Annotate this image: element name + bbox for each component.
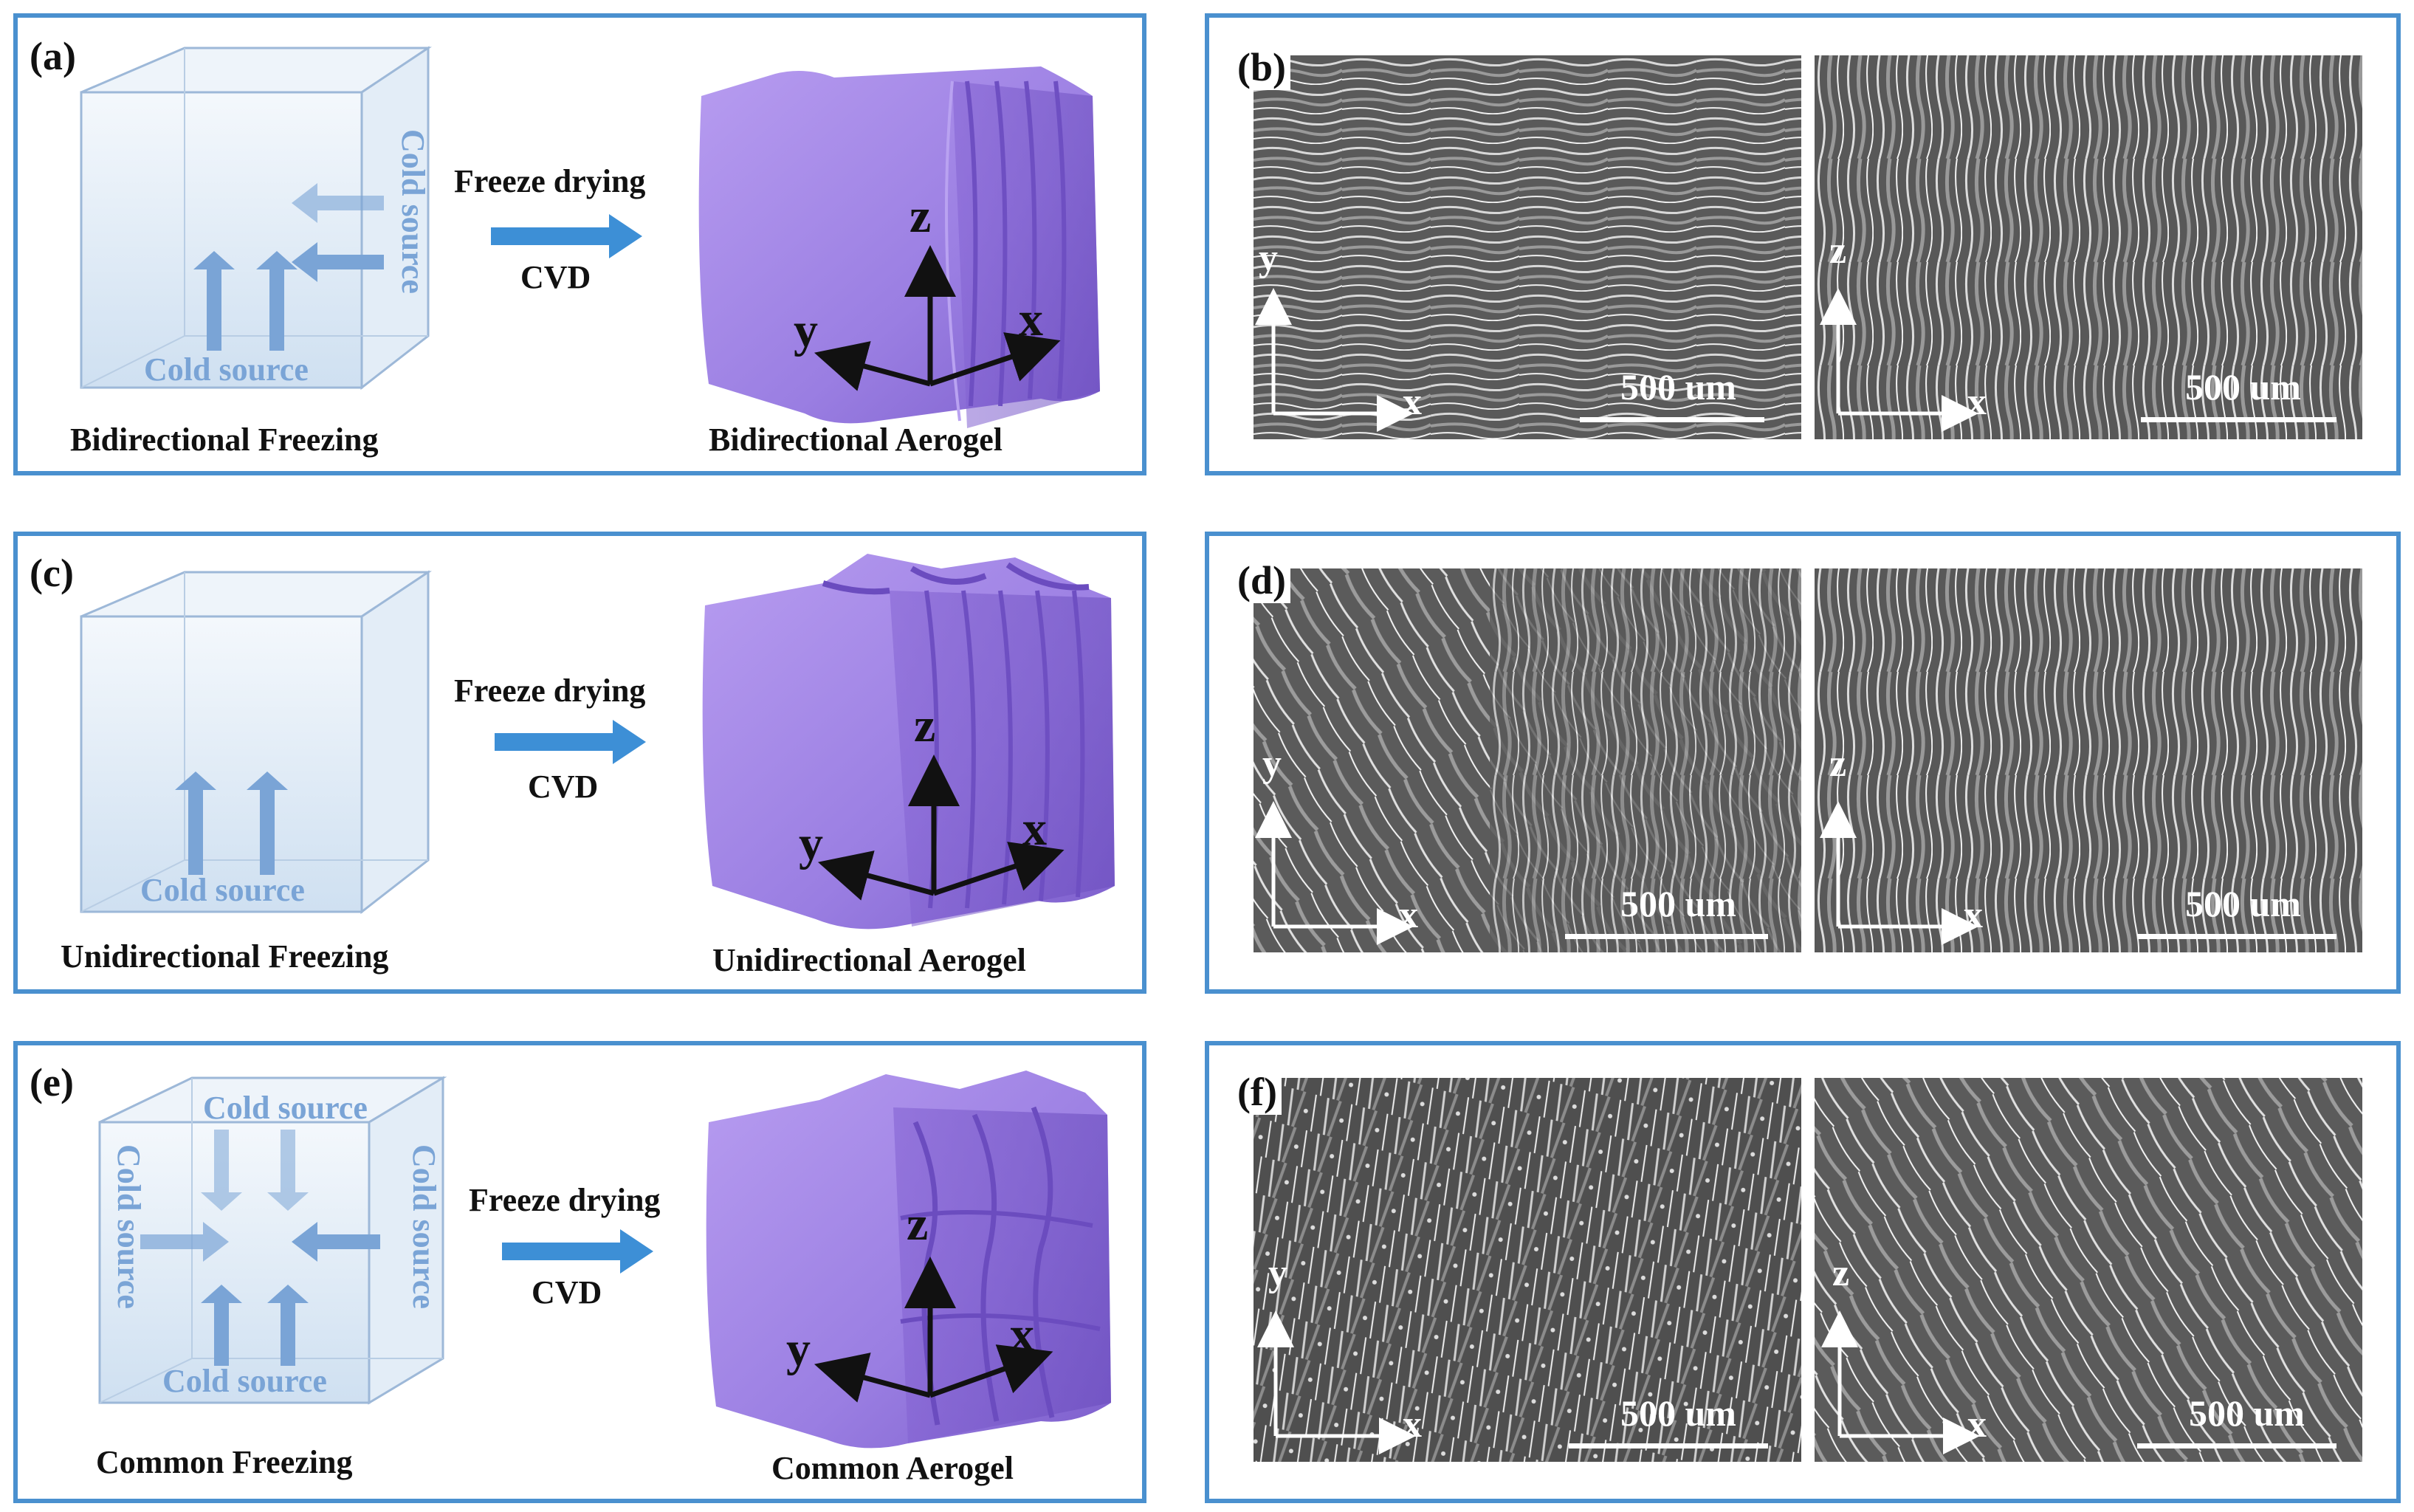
scale-text-b-2: 500 um bbox=[2185, 366, 2301, 408]
axis-y-e: y bbox=[786, 1322, 811, 1376]
sem-axis-h-b-1: x bbox=[1403, 381, 1422, 423]
axis-z-c: z bbox=[914, 698, 936, 752]
cold-source-left-e: Cold source bbox=[111, 1144, 147, 1309]
axis-z-a: z bbox=[909, 189, 932, 243]
aerogel-caption-a: Bidirectional Aerogel bbox=[709, 422, 1003, 458]
label-c: (c) bbox=[30, 551, 74, 595]
sem-axes-d-1 bbox=[1255, 801, 1414, 945]
cold-source-right-e: Cold source bbox=[406, 1144, 442, 1309]
process-arrow-e bbox=[502, 1229, 653, 1274]
freezing-caption-a: Bidirectional Freezing bbox=[70, 422, 379, 458]
sem-axis-v-b-1: y bbox=[1259, 237, 1278, 279]
cold-source-top-e: Cold source bbox=[203, 1090, 368, 1126]
cold-arrow-down-e-2 bbox=[267, 1130, 309, 1211]
axis-x-a: x bbox=[1019, 292, 1043, 346]
label-e: (e) bbox=[30, 1060, 74, 1104]
process-top-c: Freeze drying bbox=[454, 673, 646, 709]
aerogel-caption-e: Common Aerogel bbox=[771, 1450, 1014, 1486]
axis-y-c: y bbox=[799, 817, 823, 870]
axes-e bbox=[814, 1257, 1053, 1403]
sem-image-d-1 bbox=[1254, 568, 1801, 952]
process-bottom-e: CVD bbox=[532, 1274, 602, 1310]
cold-arrow-up-c-2 bbox=[247, 772, 288, 875]
sem-axis-h-d-2: x bbox=[1964, 894, 1983, 936]
axis-y-a: y bbox=[794, 303, 818, 357]
sem-image-b-1 bbox=[1254, 55, 1801, 439]
cold-arrow-left-e bbox=[292, 1222, 380, 1262]
scale-bar-d-1 bbox=[1565, 934, 1768, 939]
process-bottom-c: CVD bbox=[528, 769, 599, 805]
label-a: (a) bbox=[30, 34, 76, 78]
axis-z-e: z bbox=[907, 1197, 929, 1251]
axis-x-e: x bbox=[1010, 1307, 1034, 1361]
cold-arrow-down-e-1 bbox=[201, 1130, 242, 1211]
sem-axis-v-d-2: z bbox=[1829, 743, 1847, 785]
sem-axis-h-f-1: x bbox=[1403, 1403, 1422, 1446]
cold-arrow-up-1 bbox=[193, 251, 235, 351]
scale-text-d-1: 500 um bbox=[1620, 883, 1736, 924]
cold-arrow-up-2 bbox=[256, 251, 298, 351]
scale-text-f-2: 500 um bbox=[2189, 1392, 2305, 1434]
cold-arrow-left-1 bbox=[292, 183, 384, 223]
cold-arrow-left-2 bbox=[292, 242, 384, 282]
axes-c bbox=[817, 755, 1065, 901]
sem-axis-h-f-2: x bbox=[1967, 1403, 1987, 1446]
sem-axis-v-f-2: z bbox=[1832, 1252, 1850, 1294]
sem-axis-v-d-1: y bbox=[1262, 743, 1282, 785]
aerogel-a bbox=[698, 66, 1100, 428]
scale-text-f-1: 500 um bbox=[1620, 1392, 1736, 1434]
scale-bar-b-1 bbox=[1580, 417, 1764, 422]
sem-axes-f-2 bbox=[1821, 1310, 1980, 1454]
label-b: (b) bbox=[1233, 44, 1290, 90]
cold-arrow-up-e-1 bbox=[201, 1285, 242, 1366]
process-arrow-a bbox=[491, 214, 642, 258]
sem-image-b-2 bbox=[1815, 55, 2362, 439]
sem-image-f-2 bbox=[1815, 1078, 2362, 1462]
sem-axes-f-1 bbox=[1257, 1310, 1416, 1454]
sem-axis-v-b-2: z bbox=[1829, 230, 1847, 272]
sem-axis-h-d-1: x bbox=[1399, 894, 1418, 936]
axes-a bbox=[814, 245, 1061, 391]
cold-source-bottom-c: Cold source bbox=[140, 872, 305, 908]
label-f: (f) bbox=[1233, 1069, 1282, 1115]
label-d: (d) bbox=[1233, 557, 1290, 603]
cold-arrow-up-c-1 bbox=[175, 772, 216, 875]
sem-axis-v-f-1: y bbox=[1268, 1252, 1287, 1294]
sem-axes-b-1 bbox=[1255, 288, 1414, 432]
cold-source-right-a: Cold source bbox=[395, 129, 431, 294]
freezing-box-c: Cold source bbox=[80, 570, 432, 915]
cold-arrow-up-e-2 bbox=[267, 1285, 309, 1366]
scale-bar-d-2 bbox=[2137, 934, 2336, 939]
freezing-box-e: Cold source Cold source Cold source Cold… bbox=[98, 1076, 447, 1405]
sem-axis-h-b-2: x bbox=[1967, 381, 1987, 423]
process-top-e: Freeze drying bbox=[469, 1182, 661, 1218]
process-arrow-c bbox=[495, 720, 646, 764]
scale-text-b-1: 500 um bbox=[1620, 366, 1736, 408]
cold-arrow-right-e bbox=[140, 1222, 229, 1262]
freezing-caption-e: Common Freezing bbox=[96, 1444, 353, 1480]
scale-text-d-2: 500 um bbox=[2185, 883, 2301, 924]
freezing-box-a: Cold source Cold source bbox=[80, 46, 432, 391]
sem-image-d-2 bbox=[1815, 568, 2362, 952]
sem-image-f-1 bbox=[1254, 1078, 1801, 1462]
process-bottom-a: CVD bbox=[520, 259, 591, 295]
scale-bar-f-1 bbox=[1569, 1443, 1768, 1449]
freezing-caption-c: Unidirectional Freezing bbox=[61, 938, 389, 975]
aerogel-caption-c: Unidirectional Aerogel bbox=[712, 942, 1026, 978]
sem-axes-b-2 bbox=[1820, 288, 1978, 432]
scale-bar-f-2 bbox=[2137, 1443, 2336, 1449]
sem-axes-d-2 bbox=[1820, 801, 1978, 945]
axis-x-c: x bbox=[1022, 802, 1047, 856]
process-top-a: Freeze drying bbox=[454, 163, 646, 199]
cold-source-bottom-a: Cold source bbox=[144, 351, 309, 388]
scale-bar-b-2 bbox=[2141, 417, 2336, 422]
cold-source-bottom-e: Cold source bbox=[162, 1363, 327, 1399]
